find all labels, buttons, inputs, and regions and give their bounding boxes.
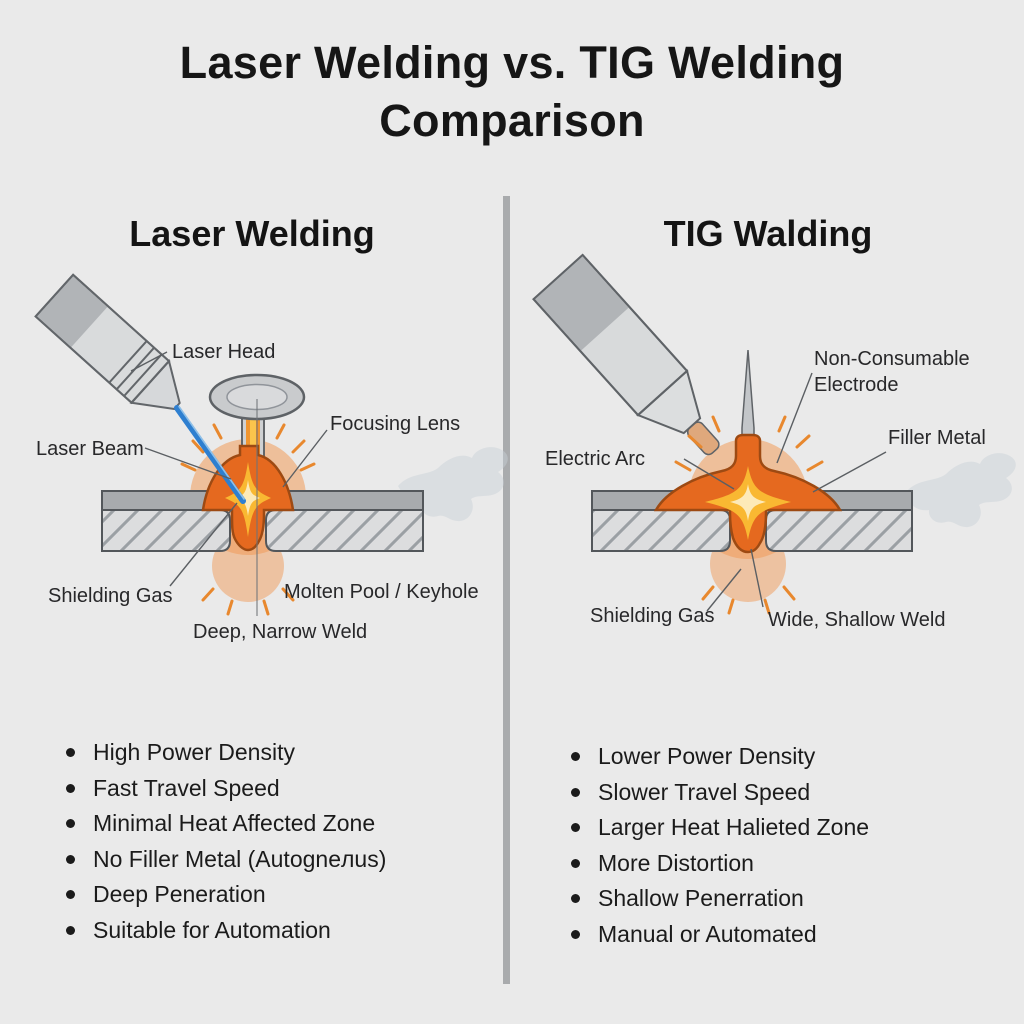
keyhole-star-core bbox=[236, 480, 260, 516]
tig-welding-diagram bbox=[532, 253, 913, 615]
page-title: Laser Welding vs. TIG Welding Comparison bbox=[179, 37, 845, 146]
electrode-label-line1: Non-Consumable bbox=[814, 348, 970, 370]
laser-welding-diagram bbox=[34, 273, 424, 616]
weld-glow-lower bbox=[212, 530, 284, 602]
arc-star-core bbox=[730, 484, 766, 521]
list-item: Lower Power Density bbox=[565, 739, 869, 775]
column-divider bbox=[503, 196, 510, 984]
list-item: Larger Heat Halieted Zone bbox=[565, 810, 869, 846]
smoke-swirl-left bbox=[398, 447, 508, 522]
list-item: Manual or Automated bbox=[565, 917, 869, 953]
laser-welding-heading: Laser Welding bbox=[129, 213, 375, 254]
non-consumable-electrode-label: Non-Consumable Electrode bbox=[814, 346, 970, 398]
electrode-label-line2: Electrode bbox=[814, 374, 899, 396]
glow-rays-right bbox=[674, 415, 824, 615]
list-item: Fast Travel Speed bbox=[60, 771, 386, 807]
list-item: Deep Peneration bbox=[60, 877, 386, 913]
laser-head-label: Laser Head bbox=[172, 341, 276, 363]
laser-welding-bullets: High Power Density Fast Travel Speed Min… bbox=[60, 735, 386, 948]
wide-shallow-weld-label: Wide, Shallow Weld bbox=[768, 609, 946, 631]
tig-torch bbox=[532, 253, 720, 456]
workpiece-left bbox=[101, 490, 424, 552]
leader-lines-left bbox=[130, 351, 328, 587]
glow-rays-left bbox=[180, 423, 316, 616]
list-item: Slower Travel Speed bbox=[565, 775, 869, 811]
shielding-gas-label-left: Shielding Gas bbox=[48, 585, 173, 607]
list-item: Shallow Penerration bbox=[565, 881, 869, 917]
shielding-gas-label-right: Shielding Gas bbox=[590, 605, 715, 627]
list-item: High Power Density bbox=[60, 735, 386, 771]
list-item: No Filler Metal (Autogneлus) bbox=[60, 842, 386, 878]
deep-narrow-weld-label: Deep, Narrow Weld bbox=[193, 621, 368, 643]
tig-welding-heading: TIG Walding bbox=[663, 213, 873, 254]
list-item: More Distortion bbox=[565, 846, 869, 882]
electric-arc-label: Electric Arc bbox=[545, 448, 646, 470]
molten-pool-label: Molten Pool / Keyhole bbox=[284, 581, 479, 603]
laser-beam bbox=[174, 405, 246, 504]
list-item: Minimal Heat Affected Zone bbox=[60, 806, 386, 842]
tig-welding-bullets: Lower Power Density Slower Travel Speed … bbox=[565, 739, 869, 952]
focusing-lens-label: Focusing Lens bbox=[330, 413, 461, 435]
laser-head bbox=[34, 273, 181, 411]
leader-lines-right bbox=[683, 372, 887, 612]
list-item: Suitable for Automation bbox=[60, 913, 386, 949]
smoke-swirl-right bbox=[906, 453, 1016, 528]
laser-beam-label: Laser Beam bbox=[36, 438, 144, 460]
filler-metal-label: Filler Metal bbox=[888, 427, 986, 449]
